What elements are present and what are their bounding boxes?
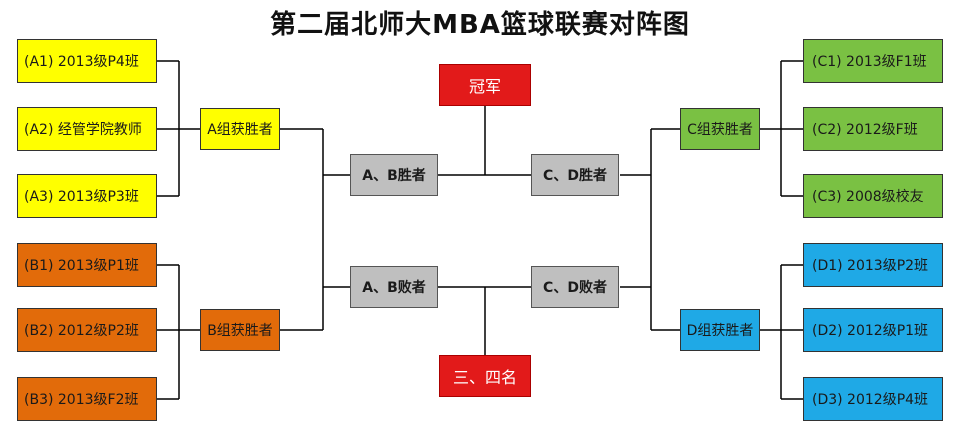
team-d3: (D3) 2012级P4班 <box>803 377 943 421</box>
team-b2: (B2) 2012级P2班 <box>17 308 157 352</box>
team-a1: (A1) 2013级P4班 <box>17 39 157 83</box>
third-fourth-slot: 三、四名 <box>439 355 531 397</box>
ab-winner-slot: A、B胜者 <box>350 154 438 196</box>
champion-slot: 冠军 <box>439 64 531 106</box>
team-d2: (D2) 2012级P1班 <box>803 308 943 352</box>
team-c1: (C1) 2013级F1班 <box>803 39 943 83</box>
group-d-winner: D组获胜者 <box>680 309 760 351</box>
team-a2: (A2) 经管学院教师 <box>17 107 157 151</box>
team-b3: (B3) 2013级F2班 <box>17 377 157 421</box>
group-c-winner: C组获胜者 <box>680 108 760 150</box>
team-b1: (B1) 2013级P1班 <box>17 243 157 287</box>
cd-loser-slot: C、D败者 <box>531 266 619 308</box>
ab-loser-slot: A、B败者 <box>350 266 438 308</box>
group-b-winner: B组获胜者 <box>200 309 280 351</box>
team-a3: (A3) 2013级P3班 <box>17 174 157 218</box>
team-c2: (C2) 2012级F班 <box>803 107 943 151</box>
group-a-winner: A组获胜者 <box>200 108 280 150</box>
team-d1: (D1) 2013级P2班 <box>803 243 943 287</box>
page-title: 第二届北师大MBA篮球联赛对阵图 <box>270 10 690 40</box>
cd-winner-slot: C、D胜者 <box>531 154 619 196</box>
team-c3: (C3) 2008级校友 <box>803 174 943 218</box>
